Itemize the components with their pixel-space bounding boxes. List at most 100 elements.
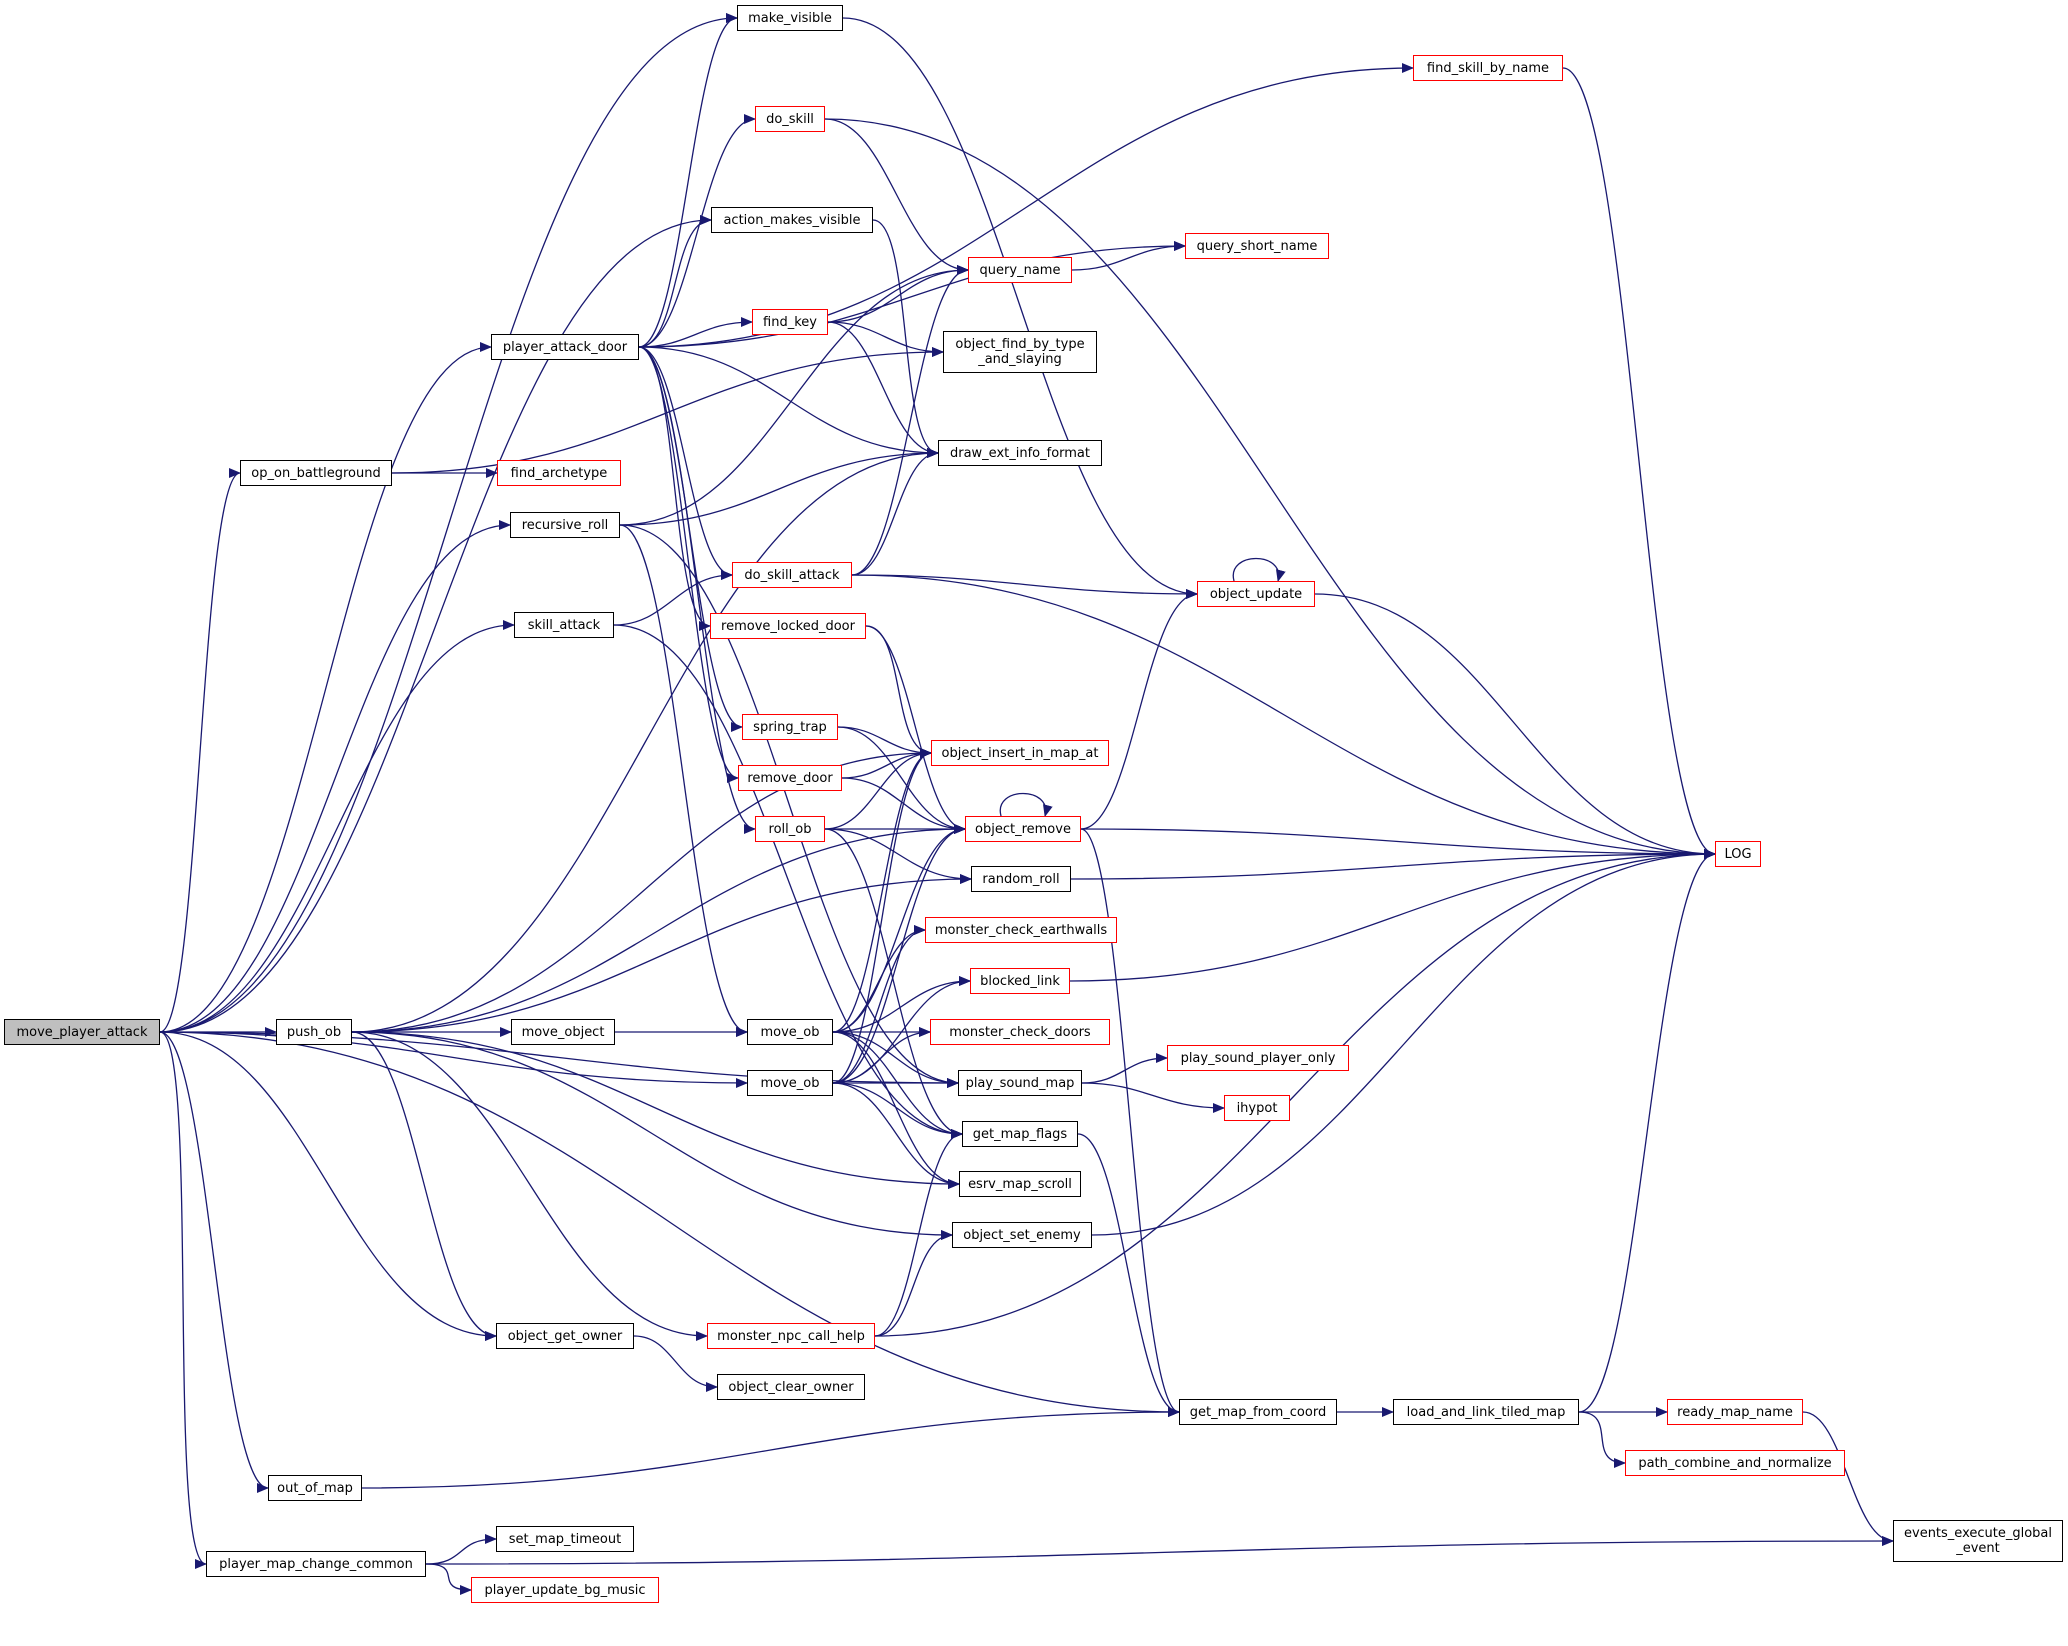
- node-do-skill[interactable]: do_skill: [755, 106, 825, 132]
- node-remove-locked-door[interactable]: remove_locked_door: [710, 613, 866, 639]
- edge-spring_trap-to-object_insert_in_map_at: [837, 726, 932, 758]
- edge-object_set_enemy-to-LOG: [1091, 849, 1716, 1236]
- node-object-update[interactable]: object_update: [1197, 581, 1315, 607]
- node-monster-check-earthwalls[interactable]: monster_check_earthwalls: [925, 917, 1117, 943]
- node-get-map-from-coord[interactable]: get_map_from_coord: [1179, 1399, 1337, 1425]
- edge-recursive_roll-to-move_ob_1: [619, 524, 748, 1037]
- node-object-set-enemy[interactable]: object_set_enemy: [952, 1222, 1092, 1248]
- edge-ready_map_name-to-events_execute_global_event: [1802, 1411, 1894, 1546]
- edge-do_skill_attack-to-LOG: [851, 574, 1716, 859]
- edge-move_ob_2-to-esrv_map_scroll: [832, 1082, 960, 1189]
- edge-skill_attack-to-do_skill_attack: [613, 570, 733, 626]
- edge-move_player_attack-to-op_on_battleground: [159, 468, 241, 1033]
- edge-player_attack_door-to-remove_door: [638, 346, 739, 783]
- node-object-find-by-type-and-slaying[interactable]: object_find_by_type _and_slaying: [943, 331, 1097, 373]
- edge-move_ob_1-to-play_sound_map: [832, 1031, 959, 1088]
- edge-player_map_change_common-to-set_map_timeout: [425, 1534, 497, 1565]
- node-do-skill-attack[interactable]: do_skill_attack: [732, 562, 852, 588]
- node-move-object[interactable]: move_object: [511, 1019, 615, 1045]
- edge-player_attack_door-to-do_skill_attack: [638, 346, 733, 580]
- node-monster-npc-call-help[interactable]: monster_npc_call_help: [707, 1323, 875, 1349]
- node-play-sound-map[interactable]: play_sound_map: [958, 1070, 1082, 1096]
- edge-recursive_roll-to-draw_ext_info_format: [619, 448, 939, 526]
- node-load-and-link-tiled-map[interactable]: load_and_link_tiled_map: [1393, 1399, 1579, 1425]
- edge-player_attack_door-to-roll_ob: [638, 346, 756, 834]
- node-action-makes-visible[interactable]: action_makes_visible: [711, 207, 873, 233]
- edge-object_get_owner-to-object_clear_owner: [633, 1335, 718, 1392]
- edge-object_update-to-object_update: [1232, 557, 1286, 582]
- edge-make_visible-to-object_update: [842, 17, 1198, 599]
- edge-push_ob-to-monster_npc_call_help: [351, 1031, 708, 1341]
- node-play-sound-player-only[interactable]: play_sound_player_only: [1167, 1045, 1349, 1071]
- node-move-ob[interactable]: move_ob: [747, 1070, 833, 1096]
- edge-monster_npc_call_help-to-LOG: [874, 849, 1716, 1337]
- edge-query_name-to-query_short_name: [1071, 241, 1186, 271]
- edge-monster_npc_call_help-to-object_set_enemy: [874, 1230, 953, 1337]
- edge-find_key-to-draw_ext_info_format: [827, 321, 939, 458]
- node-object-get-owner[interactable]: object_get_owner: [496, 1323, 634, 1349]
- edge-out_of_map-to-get_map_from_coord: [361, 1407, 1180, 1489]
- edge-roll_ob-to-object_insert_in_map_at: [824, 748, 932, 830]
- edge-player_attack_door-to-action_makes_visible: [638, 215, 712, 348]
- edge-move_player_attack-to-out_of_map: [159, 1031, 269, 1493]
- node-roll-ob[interactable]: roll_ob: [755, 816, 825, 842]
- edge-push_ob-to-object_get_owner: [351, 1031, 497, 1341]
- node-push-ob[interactable]: push_ob: [276, 1019, 352, 1045]
- edge-move_player_attack-to-move_ob_2: [159, 1031, 748, 1088]
- node-blocked-link[interactable]: blocked_link: [970, 968, 1070, 994]
- edge-load_and_link_tiled_map-to-path_combine_and_normalize: [1578, 1411, 1626, 1468]
- node-object-remove[interactable]: object_remove: [965, 816, 1081, 842]
- node-player-map-change-common[interactable]: player_map_change_common: [206, 1551, 426, 1577]
- edge-move_player_attack-to-player_attack_door: [159, 342, 492, 1033]
- edge-do_skill-to-query_name: [824, 118, 969, 275]
- node-find-skill-by-name[interactable]: find_skill_by_name: [1413, 55, 1563, 81]
- node-object-insert-in-map-at[interactable]: object_insert_in_map_at: [931, 740, 1109, 766]
- node-spring-trap[interactable]: spring_trap: [742, 714, 838, 740]
- edge-object_remove-to-object_update: [1080, 589, 1198, 830]
- edge-roll_ob-to-random_roll: [824, 828, 972, 884]
- edge-object_remove-to-get_map_from_coord: [1080, 828, 1180, 1417]
- edge-player_attack_door-to-draw_ext_info_format: [638, 346, 939, 458]
- edge-move_player_attack-to-make_visible: [159, 13, 738, 1033]
- edge-roll_ob-to-get_map_flags: [824, 828, 963, 1139]
- node-recursive-roll[interactable]: recursive_roll: [510, 512, 620, 538]
- edge-recursive_roll-to-query_name: [619, 265, 969, 526]
- node-find-key[interactable]: find_key: [752, 309, 828, 335]
- node-out-of-map[interactable]: out_of_map: [268, 1475, 362, 1501]
- node-find-archetype[interactable]: find_archetype: [497, 460, 621, 486]
- node-remove-door[interactable]: remove_door: [738, 765, 842, 791]
- node-query-name[interactable]: query_name: [968, 257, 1072, 283]
- node-player-attack-door[interactable]: player_attack_door: [491, 334, 639, 360]
- edge-action_makes_visible-to-draw_ext_info_format: [872, 219, 939, 458]
- edge-recursive_roll-to-play_sound_map: [619, 524, 959, 1088]
- edge-move_player_attack-to-skill_attack: [159, 620, 515, 1033]
- node-ready-map-name[interactable]: ready_map_name: [1667, 1399, 1803, 1425]
- node-draw-ext-info-format[interactable]: draw_ext_info_format: [938, 440, 1102, 466]
- node-log[interactable]: LOG: [1715, 841, 1761, 867]
- edge-move_player_attack-to-object_get_owner: [159, 1031, 497, 1341]
- edge-monster_npc_call_help-to-get_map_flags: [874, 1129, 963, 1337]
- edge-do_skill_attack-to-draw_ext_info_format: [851, 448, 939, 576]
- edge-play_sound_map-to-ihypot: [1081, 1082, 1225, 1113]
- node-path-combine-and-normalize[interactable]: path_combine_and_normalize: [1625, 1450, 1845, 1476]
- node-skill-attack[interactable]: skill_attack: [514, 612, 614, 638]
- edge-player_map_change_common-to-player_update_bg_music: [425, 1563, 472, 1595]
- node-query-short-name[interactable]: query_short_name: [1185, 233, 1329, 259]
- node-object-clear-owner[interactable]: object_clear_owner: [717, 1374, 865, 1400]
- edge-find_skill_by_name-to-LOG: [1562, 67, 1716, 859]
- edge-blocked_link-to-LOG: [1069, 849, 1716, 982]
- node-move-ob[interactable]: move_ob: [747, 1019, 833, 1045]
- node-random-roll[interactable]: random_roll: [971, 866, 1071, 892]
- node-esrv-map-scroll[interactable]: esrv_map_scroll: [959, 1171, 1081, 1197]
- node-make-visible[interactable]: make_visible: [737, 5, 843, 31]
- node-monster-check-doors[interactable]: monster_check_doors: [930, 1019, 1110, 1045]
- node-get-map-flags[interactable]: get_map_flags: [962, 1121, 1078, 1147]
- node-ihypot[interactable]: ihypot: [1224, 1095, 1290, 1121]
- edge-move_ob_2-to-monster_check_doors: [832, 1027, 931, 1084]
- node-op-on-battleground[interactable]: op_on_battleground: [240, 460, 392, 486]
- node-player-update-bg-music[interactable]: player_update_bg_music: [471, 1577, 659, 1603]
- node-move-player-attack[interactable]: move_player_attack: [4, 1019, 160, 1045]
- edge-move_player_attack-to-get_map_from_coord: [159, 1031, 1180, 1417]
- node-set-map-timeout[interactable]: set_map_timeout: [496, 1526, 634, 1552]
- node-events-execute-global-event[interactable]: events_execute_global _event: [1893, 1520, 2063, 1562]
